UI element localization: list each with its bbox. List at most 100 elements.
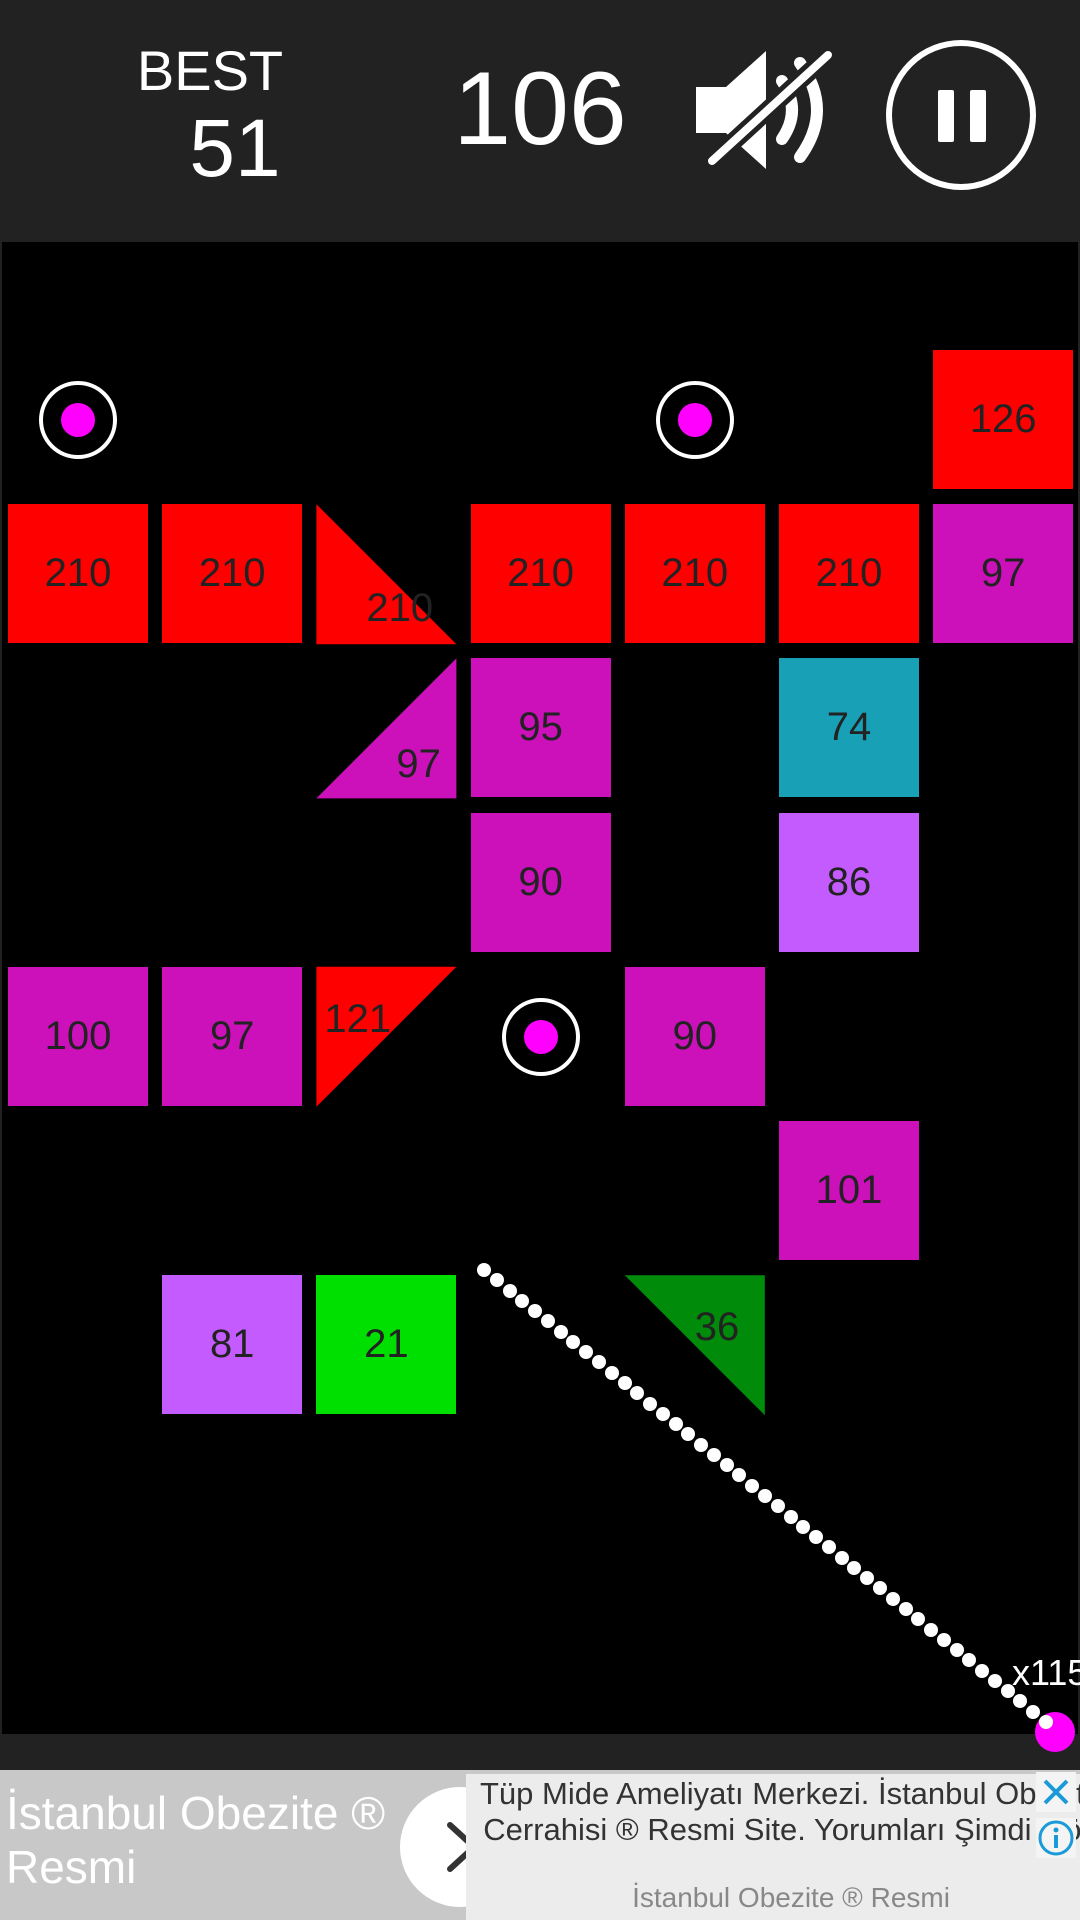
ad-source[interactable]: İstanbul Obezite ® Resmi [632, 1882, 950, 1913]
brick-value: 101 [815, 1168, 883, 1212]
aim-dot [655, 1406, 670, 1421]
bonus-ball [655, 381, 734, 459]
brick-value: 210 [198, 551, 266, 596]
aim-dot [732, 1468, 747, 1483]
aim-dot [477, 1263, 491, 1277]
triangle-brick-value: 36 [694, 1305, 740, 1350]
game-board[interactable]: 126 210 210 210 210 210 97 95 74 90 86 100 97 90 101 81… [2, 242, 1078, 1734]
sound-toggle-button[interactable] [690, 44, 840, 175]
speaker-muted-icon [696, 44, 839, 172]
top-bar: BEST 51 106 [0, 0, 1080, 242]
aim-dot [936, 1632, 951, 1647]
aim-dot [860, 1571, 875, 1586]
info-icon [1038, 1820, 1074, 1856]
aim-dot [566, 1334, 581, 1349]
triangle-brick-value: 121 [324, 996, 392, 1041]
ad-banner[interactable]: İstanbul Obezite ® Resmi Tüp Mide Ameliy… [0, 1770, 1080, 1920]
brick-value: 97 [980, 551, 1026, 596]
current-score: 106 [453, 51, 627, 167]
aim-dot [630, 1386, 645, 1401]
brick: 101 [779, 1121, 919, 1260]
aim-dot [719, 1458, 734, 1473]
ad-title[interactable]: İstanbul Obezite ® Resmi [6, 1787, 386, 1893]
aim-dot [1000, 1684, 1015, 1699]
best-label: BEST [136, 39, 284, 102]
aim-dot [924, 1622, 939, 1637]
aim-dot [1039, 1715, 1053, 1729]
aim-dot [796, 1519, 811, 1534]
brick: 21 [316, 1275, 457, 1415]
brick-value: 97 [209, 1013, 255, 1058]
pause-button[interactable] [886, 40, 1036, 190]
brick: 90 [624, 966, 765, 1106]
brick-value: 81 [209, 1322, 255, 1367]
brick-value: 74 [826, 705, 872, 750]
brick-value: 95 [518, 705, 563, 750]
aim-dot [489, 1273, 504, 1288]
best-score: 51 [189, 103, 281, 194]
aim-dot [758, 1489, 772, 1503]
brick-value: 210 [661, 551, 729, 596]
aim-dot [528, 1304, 543, 1319]
aim-dot [949, 1643, 964, 1658]
brick: 100 [8, 966, 148, 1106]
triangle-brick-value: 97 [396, 742, 441, 787]
bonus-ball [39, 381, 117, 459]
aim-dot [1013, 1694, 1028, 1709]
aim-dot [706, 1447, 721, 1462]
brick: 210 [470, 504, 611, 644]
brick: 210 [162, 504, 303, 644]
brick-value: 86 [826, 859, 872, 904]
aim-dot [591, 1355, 606, 1370]
triangle-bricks-layer [316, 504, 765, 1416]
brick: 90 [470, 812, 611, 952]
aim-dot [898, 1602, 913, 1616]
ad-body[interactable]: Tüp Mide Ameliyatı Merkezi. İstanbul Obe… [480, 1776, 1080, 1847]
brick-value: 210 [44, 551, 112, 596]
ad-text-panel [466, 1774, 1080, 1920]
triangle-brick [316, 966, 457, 1107]
ball-count: x115 [1012, 1652, 1080, 1693]
pause-icon [970, 90, 986, 142]
bonus-ball-core [677, 403, 712, 437]
ad-info-button[interactable] [1036, 1818, 1076, 1858]
triangle-brick [316, 658, 457, 799]
aim-dot [579, 1345, 594, 1360]
aim-dot [604, 1365, 619, 1380]
aim-dot [872, 1581, 887, 1596]
brick: 95 [470, 658, 611, 798]
brick-value: 90 [672, 1013, 718, 1058]
aim-dot [783, 1509, 798, 1524]
aim-dot [553, 1324, 568, 1339]
brick-value: 210 [507, 551, 574, 596]
brick: 86 [779, 812, 919, 952]
aim-dot [668, 1417, 683, 1432]
brick: 126 [933, 350, 1074, 489]
aim-dot [770, 1499, 785, 1514]
bonus-ball-core [61, 403, 95, 437]
brick: 97 [162, 966, 303, 1106]
brick: 97 [933, 504, 1074, 644]
brick: 74 [779, 658, 919, 798]
triangle-brick-value: 210 [366, 586, 434, 631]
brick: 210 [8, 504, 148, 644]
aim-dot [885, 1591, 900, 1606]
brick: 81 [162, 1275, 303, 1415]
triangle-brick [316, 504, 457, 645]
pause-icon [938, 90, 954, 142]
brick: 210 [624, 504, 765, 644]
aim-dot [681, 1427, 696, 1442]
bonus-ball [501, 997, 580, 1076]
aim-dot [834, 1550, 849, 1565]
aim-dot [847, 1560, 862, 1575]
ad-close-button[interactable] [1036, 1772, 1076, 1812]
aim-dot [617, 1376, 632, 1390]
aim-dot [745, 1478, 760, 1493]
aim-dot [821, 1540, 836, 1555]
bonus-ball-core [523, 1019, 558, 1054]
aim-dot [809, 1530, 824, 1545]
brick-value: 126 [969, 397, 1037, 441]
aim-dot [911, 1612, 926, 1627]
close-icon [1043, 1779, 1069, 1805]
aim-dot [515, 1293, 530, 1308]
